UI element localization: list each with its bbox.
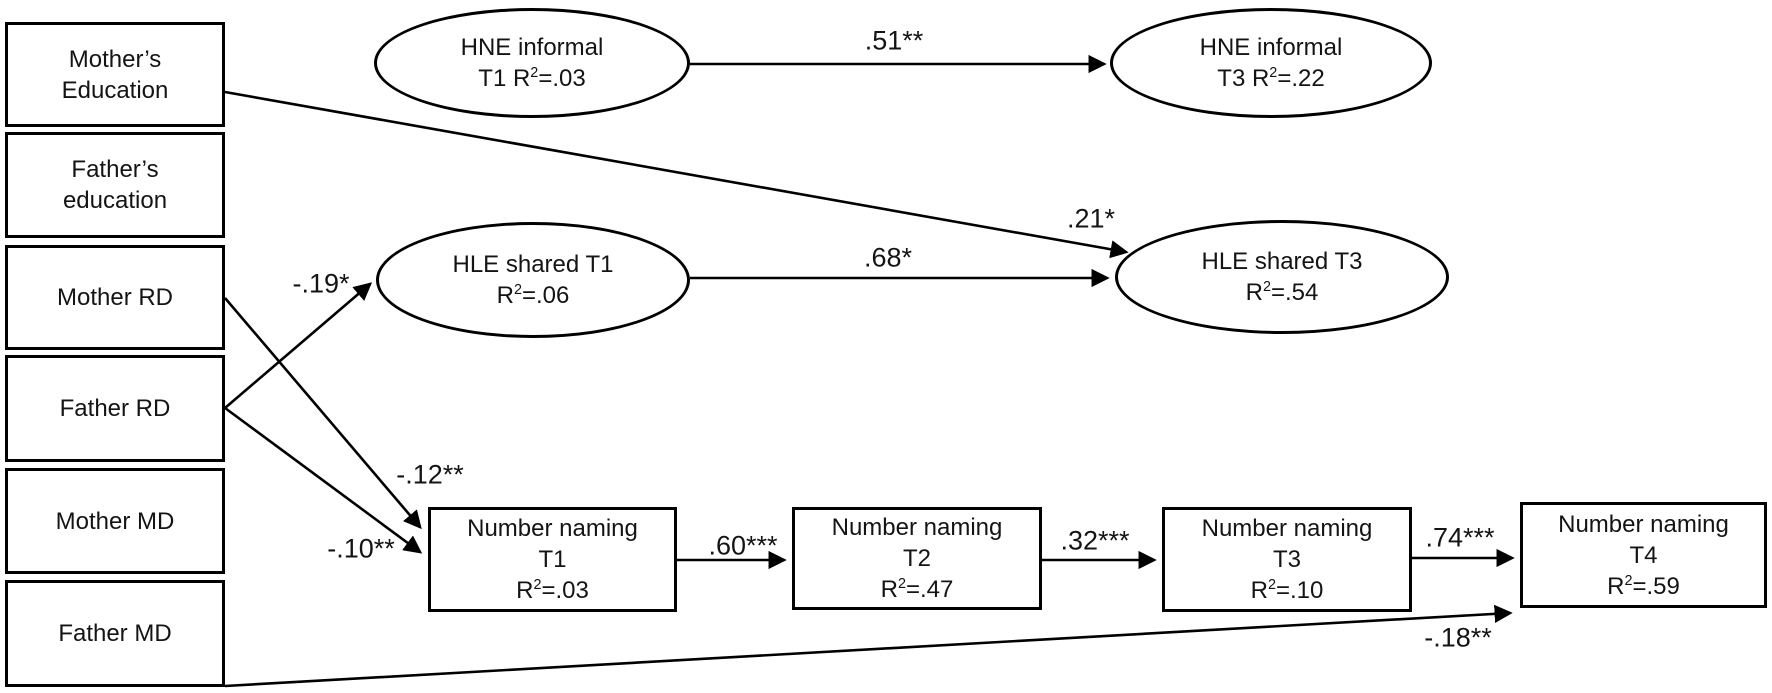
ellipse-hne-informal-t1-line1: HNE informal bbox=[460, 34, 604, 61]
edge-father-md-to-number-naming-t4 bbox=[224, 604, 1513, 688]
coef-father-md-to-nn-t4: -.18** bbox=[1424, 622, 1492, 653]
coef-father-rd-to-hle-t1: -.19* bbox=[292, 268, 350, 299]
r2-prefix: R bbox=[516, 577, 534, 604]
ellipse-hle-shared-t3-r2: R2=.54 bbox=[1246, 277, 1319, 308]
ellipse-hne-informal-t3-r2: T3 R2=.22 bbox=[1217, 63, 1324, 94]
box-mother-md-label: Mother MD bbox=[55, 507, 175, 535]
box-mother-md: Mother MD bbox=[5, 468, 225, 574]
coef-nn-t2-to-t3: .32*** bbox=[1060, 525, 1130, 556]
ellipse-hle-shared-t3: HLE shared T3 R2=.54 bbox=[1115, 220, 1449, 334]
r2-value: =.10 bbox=[1275, 577, 1324, 604]
box-number-naming-t1: Number naming T1 R2=.03 bbox=[428, 507, 677, 612]
box-father-md-label: Father MD bbox=[58, 620, 172, 647]
ellipse-hne-informal-t1-r2: T1 R2=.03 bbox=[478, 63, 585, 94]
r2-prefix: R bbox=[1245, 279, 1263, 306]
r2-prefix: R bbox=[496, 282, 514, 309]
ellipse-hne-informal-t3: HNE informal T3 R2=.22 bbox=[1110, 8, 1432, 118]
ellipse-hne-informal-t3-line1: HNE informal bbox=[1199, 34, 1343, 61]
box-number-naming-t3-line1: Number naming bbox=[1201, 515, 1373, 542]
box-father-md: Father MD bbox=[5, 580, 225, 687]
r2-value: =.59 bbox=[1632, 572, 1680, 600]
r2-superscript: 2 bbox=[1267, 577, 1276, 593]
r2-prefix: T1 R bbox=[478, 65, 531, 92]
box-number-naming-t2-r2: R2=.47 bbox=[881, 574, 954, 605]
edge-mothers-education-to-hle-shared-t3 bbox=[224, 90, 1129, 259]
box-number-naming-t2: Number naming T2 R2=.47 bbox=[792, 507, 1042, 610]
r2-prefix: R bbox=[1250, 577, 1268, 604]
box-number-naming-t4-line2: T4 bbox=[1629, 541, 1658, 569]
r2-superscript: 2 bbox=[533, 577, 542, 593]
r2-superscript: 2 bbox=[530, 65, 539, 81]
ellipse-hle-shared-t1: HLE shared T1 R2=.06 bbox=[376, 222, 690, 338]
box-number-naming-t3: Number naming T3 R2=.10 bbox=[1162, 507, 1412, 612]
r2-value: =.54 bbox=[1270, 279, 1319, 306]
ellipse-hle-shared-t3-line1: HLE shared T3 bbox=[1201, 248, 1363, 275]
box-fathers-education-line2: education bbox=[62, 187, 168, 214]
r2-superscript: 2 bbox=[897, 576, 906, 592]
r2-value: =.47 bbox=[905, 576, 954, 603]
ellipse-hle-shared-t1-line1: HLE shared T1 bbox=[452, 251, 614, 278]
edge-mother-rd-to-number-naming-t1 bbox=[224, 297, 422, 530]
r2-superscript: 2 bbox=[1262, 279, 1271, 295]
box-fathers-education: Father’s education bbox=[5, 132, 225, 238]
coef-hne-t1-to-t3: .51** bbox=[864, 25, 924, 56]
box-mothers-education-line2: Education bbox=[61, 76, 169, 104]
box-number-naming-t2-line2: T2 bbox=[902, 545, 931, 572]
r2-value: =.03 bbox=[541, 577, 589, 604]
r2-value: =.22 bbox=[1277, 65, 1325, 92]
box-mothers-education-line1: Mother’s bbox=[68, 45, 162, 73]
box-number-naming-t4-r2: R2=.59 bbox=[1607, 571, 1680, 602]
r2-value: =.06 bbox=[521, 282, 570, 309]
r2-prefix: R bbox=[1607, 572, 1625, 600]
box-mother-rd-label: Mother RD bbox=[56, 284, 174, 311]
box-number-naming-t1-r2: R2=.03 bbox=[516, 575, 589, 606]
ellipse-hle-shared-t1-r2: R2=.06 bbox=[497, 280, 570, 311]
r2-superscript: 2 bbox=[1624, 572, 1633, 589]
box-father-rd-label: Father RD bbox=[59, 395, 171, 422]
box-father-rd: Father RD bbox=[5, 355, 225, 462]
ellipse-hne-informal-t1: HNE informal T1 R2=.03 bbox=[374, 8, 690, 118]
r2-value: =.03 bbox=[538, 65, 586, 92]
coef-mother-rd-to-nn-t1: -.12** bbox=[396, 459, 464, 490]
r2-prefix: T3 R bbox=[1217, 65, 1270, 92]
box-number-naming-t4: Number naming T4 R2=.59 bbox=[1520, 502, 1767, 608]
box-mothers-education: Mother’s Education bbox=[5, 22, 225, 127]
coef-hle-t1-to-t3: .68* bbox=[863, 242, 913, 273]
coef-nn-t1-to-t2: .60*** bbox=[708, 530, 778, 561]
edge-father-rd-to-number-naming-t1 bbox=[224, 406, 423, 554]
r2-prefix: R bbox=[880, 576, 898, 603]
box-number-naming-t1-line1: Number naming bbox=[467, 515, 638, 542]
coef-nn-t3-to-t4: .74*** bbox=[1425, 522, 1495, 553]
r2-superscript: 2 bbox=[513, 282, 522, 298]
box-number-naming-t3-r2: R2=.10 bbox=[1251, 575, 1324, 606]
coef-father-rd-to-nn-t1: -.10** bbox=[327, 533, 395, 564]
box-number-naming-t1-line2: T1 bbox=[538, 546, 567, 573]
box-number-naming-t4-line1: Number naming bbox=[1558, 510, 1729, 538]
box-mother-rd: Mother RD bbox=[5, 245, 225, 350]
coef-mothers-education-to-hle-t3: .21* bbox=[1066, 203, 1116, 234]
edge-father-rd-to-hle-shared-t1 bbox=[224, 282, 373, 409]
r2-superscript: 2 bbox=[1269, 65, 1278, 81]
box-number-naming-t2-line1: Number naming bbox=[831, 514, 1003, 541]
box-number-naming-t3-line2: T3 bbox=[1272, 546, 1301, 573]
box-fathers-education-line1: Father’s bbox=[71, 156, 159, 183]
